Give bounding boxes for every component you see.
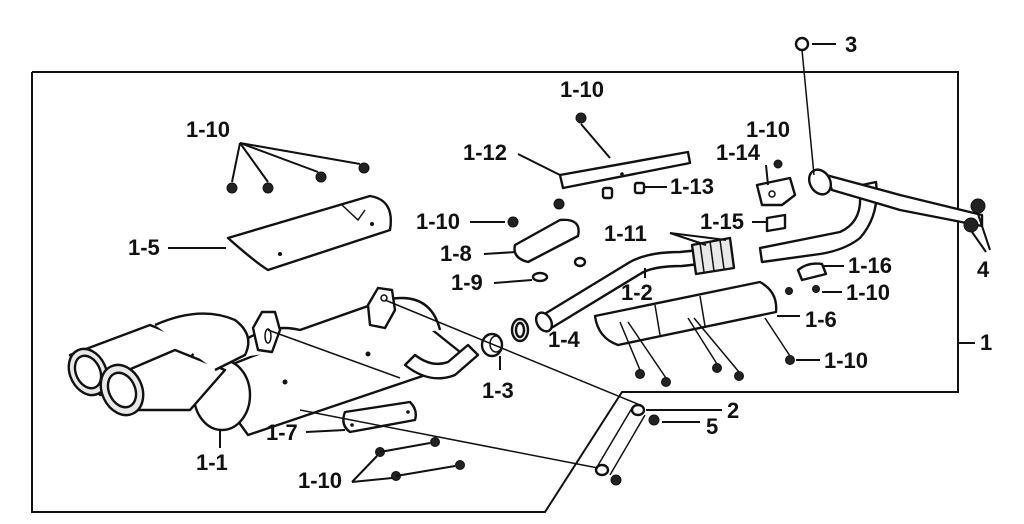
bolt-bracket-1-14: [773, 159, 783, 169]
bolt-shield-front: [575, 112, 587, 124]
label-1-10-shield: 1-10: [186, 117, 230, 142]
callouts: 3 1-10 1-10 1-10 1-12 1-14 1-13 1-10 1-1…: [128, 32, 992, 493]
gasket-3: [794, 36, 810, 52]
twin-tailpipes: [67, 312, 250, 417]
label-1-7: 1-7: [266, 420, 298, 445]
leader-gasket-3: [801, 49, 815, 176]
heat-shield-silencer: [226, 194, 392, 272]
bolts-heat-shield: [226, 162, 370, 194]
assembly-boundary: [31, 71, 959, 513]
label-1-11: 1-11: [604, 221, 647, 246]
label-1-1: 1-1: [196, 450, 228, 475]
label-1-12: 1-12: [463, 140, 507, 165]
label-1-6: 1-6: [805, 307, 837, 332]
bolt-small-shield: [553, 198, 565, 210]
nut-4-b: [963, 217, 979, 233]
label-1-5: 1-5: [128, 235, 160, 260]
label-1-2: 1-2: [621, 280, 653, 305]
heat-shield-mid-pipe: [593, 280, 778, 347]
flex-joint: [690, 236, 736, 276]
label-1-10-lower: 1-10: [824, 348, 868, 373]
label-1-3: 1-3: [482, 378, 514, 403]
silencer-mount-brackets: [251, 286, 397, 354]
silencer-inlet-elbow: [403, 343, 480, 380]
label-1-15: 1-15: [700, 209, 744, 234]
label-3: 3: [845, 32, 857, 57]
heat-shield-small: [513, 218, 580, 264]
washer-2: [594, 403, 646, 477]
bolt-1-16-b: [812, 285, 820, 293]
nut-5: [610, 414, 660, 486]
label-5: 5: [706, 414, 718, 439]
heat-shield-plate: [342, 400, 418, 434]
label-1-8: 1-8: [440, 241, 472, 266]
bracket-1-16: [796, 262, 828, 282]
label-1: 1: [980, 330, 992, 355]
nut-4-a: [970, 198, 986, 214]
label-1-10-top: 1-10: [560, 77, 604, 102]
assembly-axis-lines: [267, 299, 646, 476]
label-1-16: 1-16: [848, 253, 892, 278]
label-1-10-right: 1-10: [746, 117, 790, 142]
label-1-4: 1-4: [548, 327, 581, 352]
bolt-1-10-left: [507, 216, 519, 228]
label-1-14: 1-14: [716, 140, 761, 165]
label-4: 4: [977, 257, 990, 282]
gasket-1-3: [480, 332, 504, 358]
label-1-10-mid: 1-10: [416, 209, 460, 234]
bolt-leaders: [619, 317, 791, 379]
clip-1-9: [531, 256, 587, 283]
label-1-13: 1-13: [670, 174, 714, 199]
bracket-1-15: [765, 213, 787, 233]
gasket-1-4: [510, 317, 530, 343]
bolt-1-16-a: [785, 287, 793, 295]
label-1-10-right2: 1-10: [846, 280, 890, 305]
label-1-10-bottom: 1-10: [298, 468, 342, 493]
bracket-1-14: [755, 176, 797, 207]
spacers-1-13: [601, 181, 646, 200]
label-1-9: 1-9: [451, 270, 483, 295]
label-2: 2: [727, 398, 739, 423]
heat-shield-front-pipe: [558, 150, 692, 190]
